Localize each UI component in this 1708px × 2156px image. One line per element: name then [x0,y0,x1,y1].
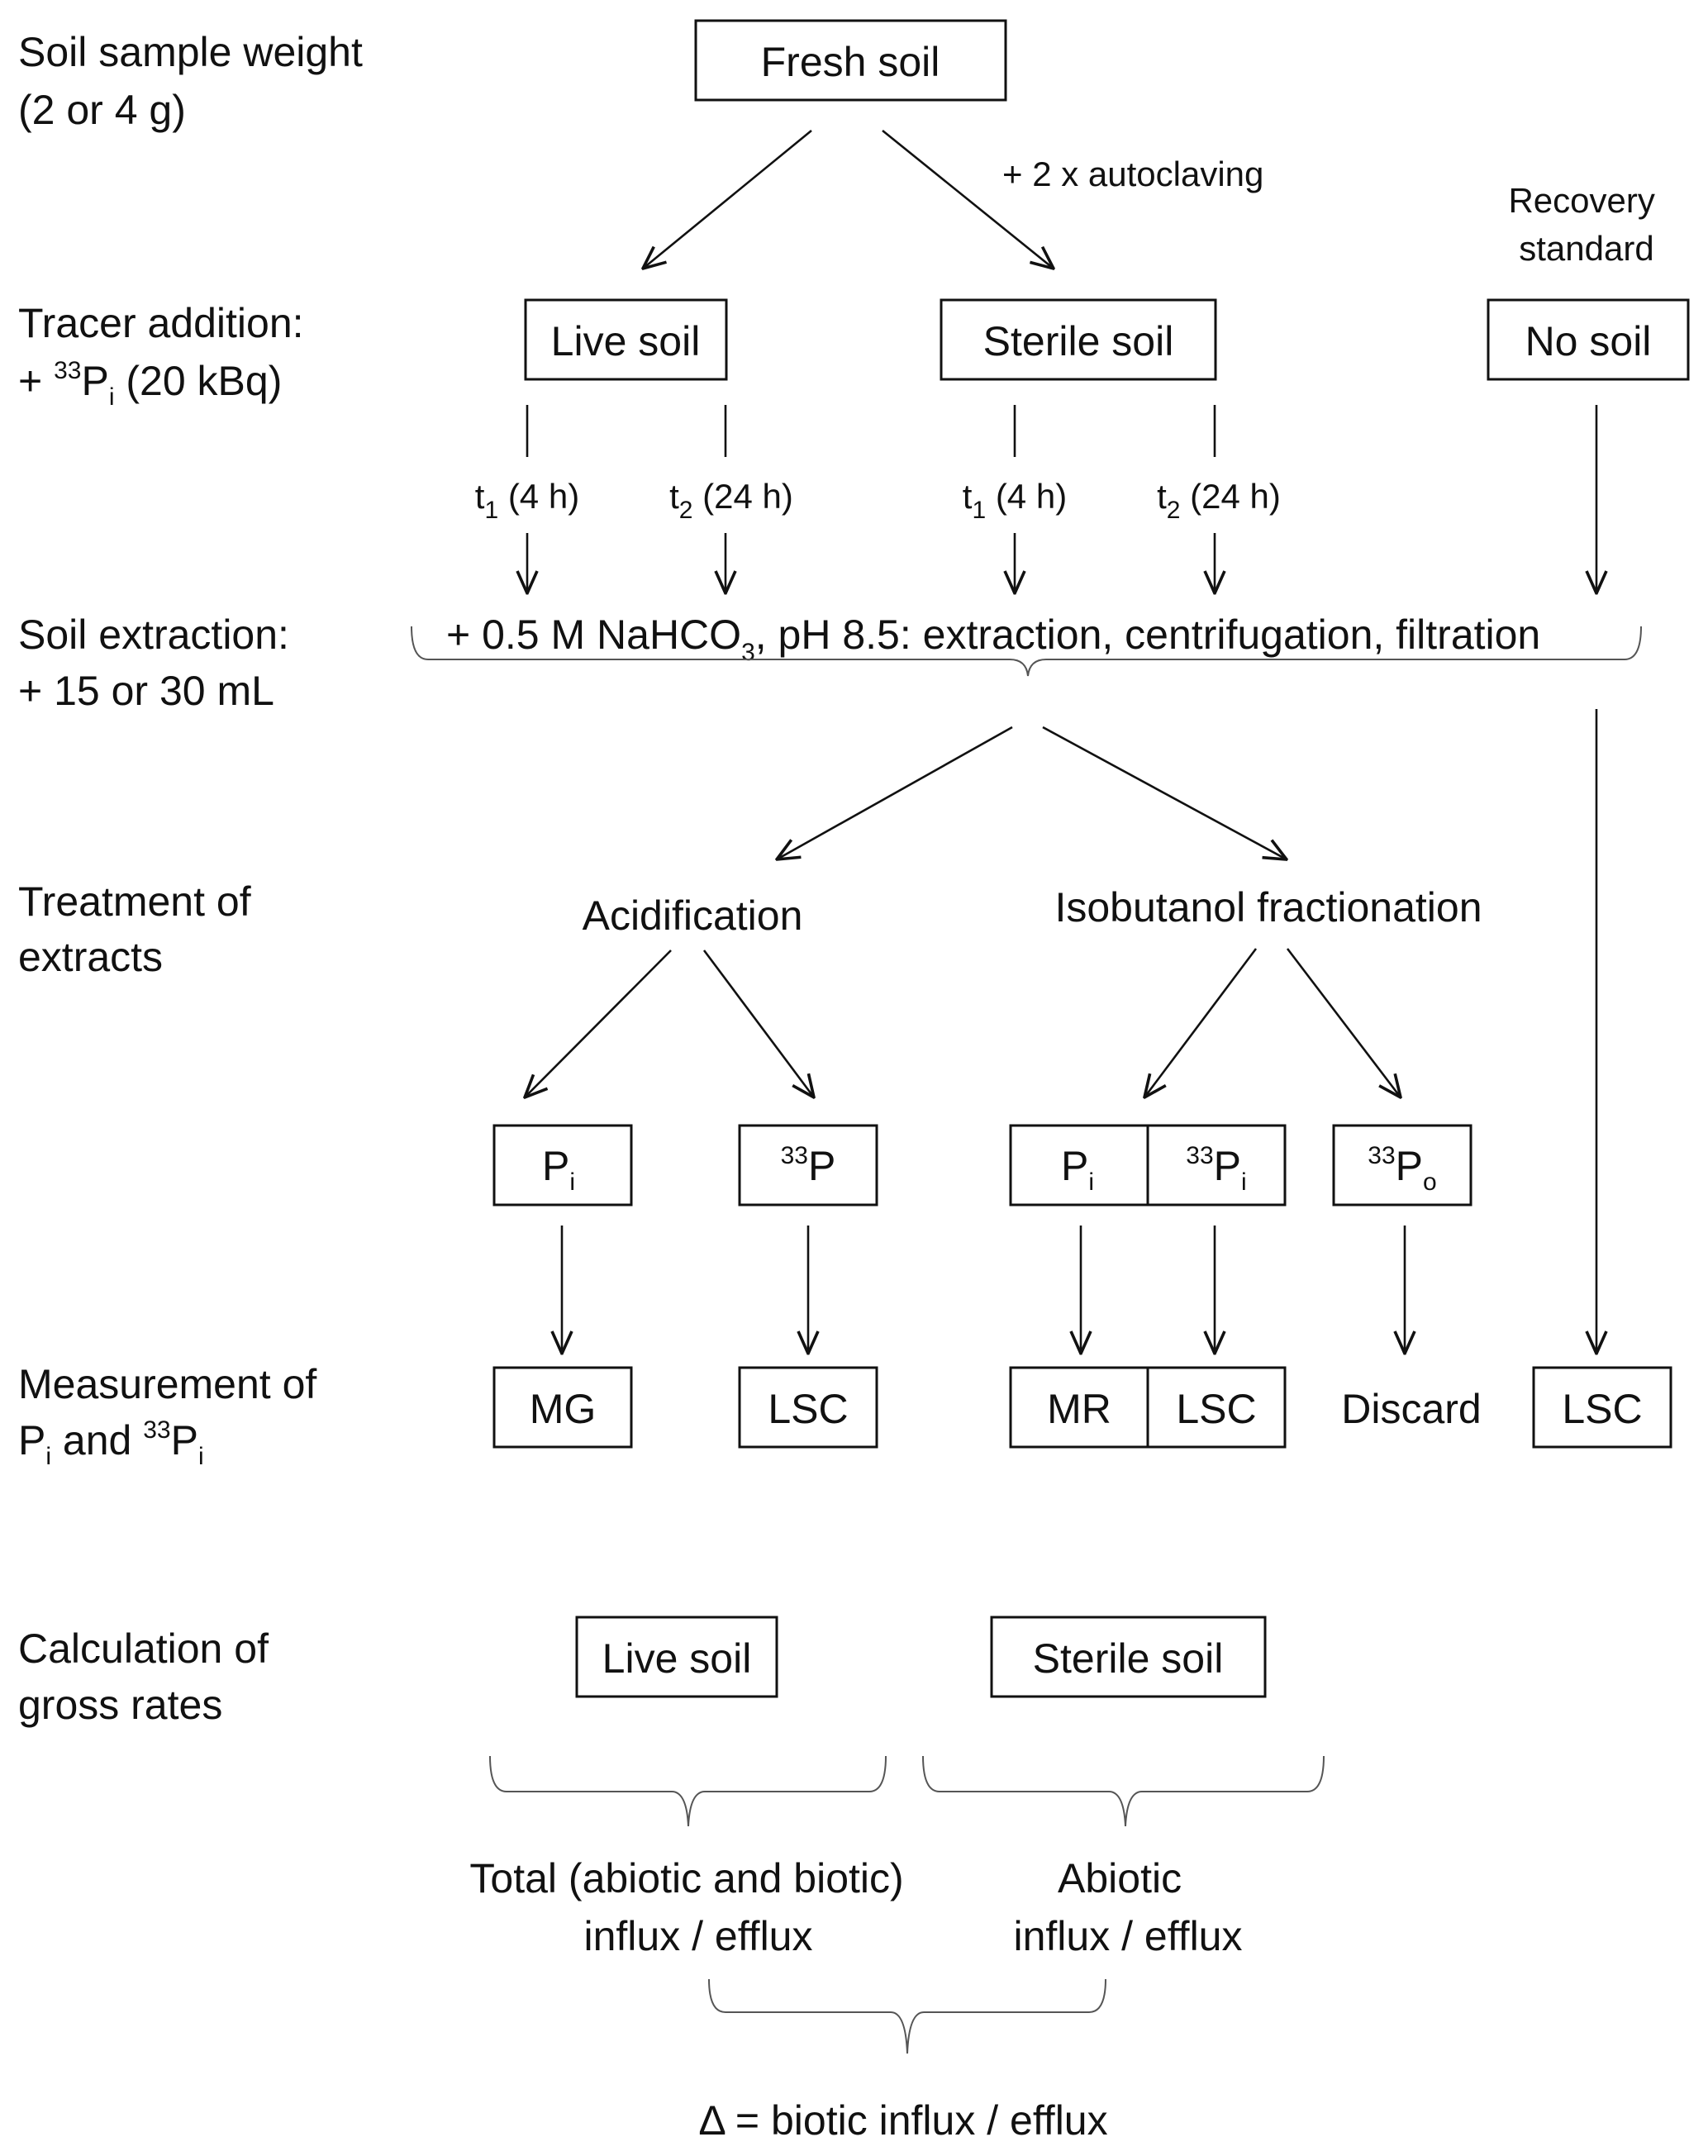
p33-acid-node: 33P [738,1124,878,1207]
live-t1-label: t1 (4 h) [475,477,579,524]
svg-text:Pi: Pi [1061,1143,1094,1196]
mg-node: MG [492,1366,633,1449]
recovery-standard-label: Recovery standard [1508,181,1664,268]
pi-acid-node: Pi [492,1124,633,1207]
arrow-to-sterile-soil [882,129,1054,269]
svg-text:33Po: 33Po [1368,1142,1436,1196]
sterile-brace [922,1755,1325,1827]
live-t2-label: t2 (24 h) [669,477,793,524]
pi-iso-node: Pi [1009,1124,1149,1207]
delta-brace [708,1978,1106,2054]
live-brace [489,1755,887,1827]
sterile-soil-calc-node: Sterile soil [990,1616,1267,1698]
calculation-label: Calculation of gross rates [18,1625,280,1728]
sterile-t1-label: t1 (4 h) [963,477,1067,524]
isobutanol-label: Isobutanol fractionation [1054,884,1482,930]
fresh-soil-node: Fresh soil [694,19,1007,102]
svg-text:33P: 33P [781,1142,836,1189]
no-soil-node: No soil [1487,298,1690,381]
svg-text:Live soil: Live soil [551,318,701,364]
measurement-species-label: Pi and 33Pi [18,1416,204,1470]
arrow-to-acidification [777,726,1013,859]
arrow-to-isobutanol [1042,726,1287,859]
svg-text:LSC: LSC [1562,1386,1642,1432]
svg-text:Live soil: Live soil [602,1635,752,1682]
iso-to-p33o-arrow [1286,948,1401,1097]
svg-text:No soil: No soil [1525,318,1652,364]
measurement-label: Measurement of [18,1361,316,1407]
svg-text:33Pi: 33Pi [1186,1142,1246,1196]
soil-extraction-label: Soil extraction: + 15 or 30 mL [18,612,301,714]
svg-text:Sterile soil: Sterile soil [1033,1635,1224,1682]
tracer-amount-label: + 33Pi (20 kBq) [18,357,282,411]
abiotic-flux-label: Abiotic influx / efflux [1013,1855,1242,1959]
acid-to-pi-arrow [525,949,672,1097]
iso-to-pi-arrow [1144,948,1258,1097]
sterile-soil-node: Sterile soil [940,298,1217,381]
sample-weight-label: Soil sample weight (2 or 4 g) [18,29,374,133]
discard-label: Discard [1341,1386,1481,1432]
lsc-standard-node: LSC [1532,1366,1672,1449]
extraction-text: + 0.5 M NaHCO3, pH 8.5: extraction, cent… [446,612,1540,666]
acidification-label: Acidification [583,892,803,939]
arrow-to-live-soil [643,129,812,269]
lsc-acid-node: LSC [738,1366,878,1449]
live-soil-node: Live soil [524,298,728,381]
p33o-iso-node: 33Po [1332,1124,1472,1207]
extraction-brace [411,626,1642,677]
tracer-addition-label: Tracer addition: [18,300,304,346]
svg-text:LSC: LSC [1176,1386,1256,1432]
p33i-iso-node: 33Pi [1146,1124,1287,1207]
sterile-t2-label: t2 (24 h) [1157,477,1281,524]
svg-text:Fresh soil: Fresh soil [761,39,940,85]
acid-to-p33-arrow [702,949,814,1097]
svg-text:MR: MR [1047,1386,1111,1432]
mr-node: MR [1009,1366,1149,1449]
svg-text:MG: MG [530,1386,597,1432]
total-flux-label: Total (abiotic and biotic) influx / effl… [469,1855,915,1959]
treatment-label: Treatment of extracts [18,878,263,980]
live-soil-calc-node: Live soil [575,1616,778,1698]
lsc-iso-node: LSC [1146,1366,1287,1449]
autoclaving-label: + 2 x autoclaving [1002,155,1263,193]
svg-text:LSC: LSC [768,1386,848,1432]
svg-text:Sterile soil: Sterile soil [983,318,1174,364]
svg-text:Pi: Pi [542,1143,575,1196]
delta-label: Δ = biotic influx / efflux [698,2097,1107,2144]
